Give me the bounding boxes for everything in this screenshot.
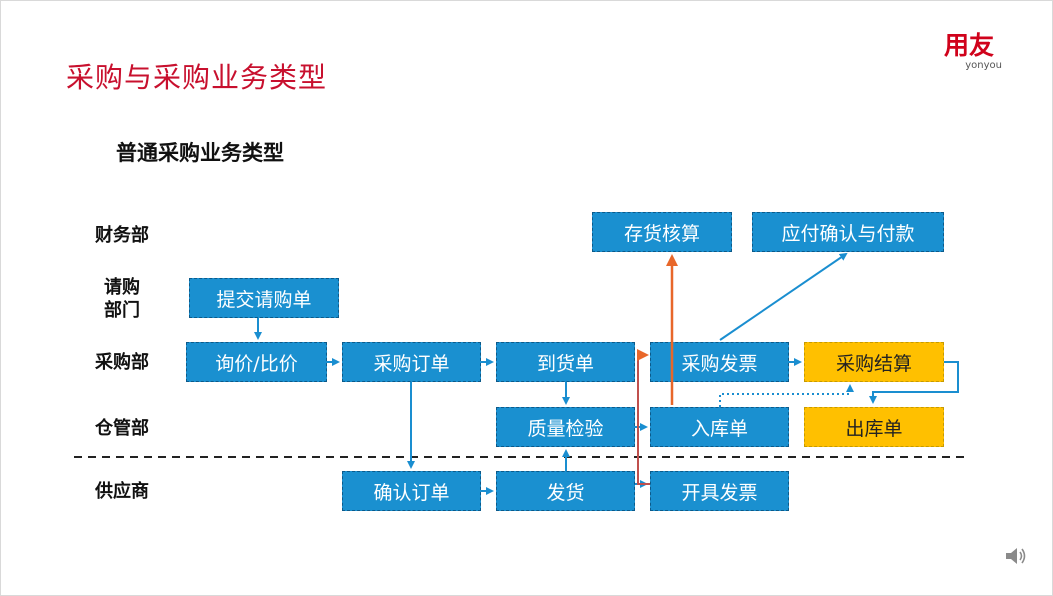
dept-supplier: 供应商 — [95, 481, 149, 502]
box-inquiry: 询价/比价 — [186, 342, 327, 382]
box-stock-out: 出库单 — [804, 407, 944, 447]
speaker-icon[interactable] — [1004, 545, 1028, 571]
dept-finance: 财务部 — [95, 225, 149, 246]
arrow-settlement-to-stockout — [869, 361, 959, 404]
box-purchase-settlement: 采购结算 — [804, 342, 944, 382]
dept-purchase: 采购部 — [95, 352, 149, 373]
box-purchase-order: 采购订单 — [342, 342, 481, 382]
box-confirm-order: 确认订单 — [342, 471, 481, 511]
box-inventory-accounting: 存货核算 — [592, 212, 732, 252]
box-issue-invoice: 开具发票 — [650, 471, 789, 511]
dept-request-line2: 部门 — [104, 300, 140, 321]
logo-subtext: yonyou — [965, 60, 1002, 71]
arrow-stockin-to-settlement — [719, 384, 854, 407]
box-stock-in: 入库单 — [650, 407, 789, 447]
box-quality-inspection: 质量检验 — [496, 407, 635, 447]
box-shipment: 发货 — [496, 471, 635, 511]
dept-warehouse: 仓管部 — [95, 418, 149, 439]
box-payable-confirm: 应付确认与付款 — [752, 212, 944, 252]
arrow-invoice-to-payable — [719, 252, 848, 341]
dept-request: 请购 部门 — [82, 276, 162, 322]
diagram-subtitle: 普通采购业务类型 — [116, 141, 284, 165]
slide-title: 采购与采购业务类型 — [66, 61, 328, 94]
dept-request-line1: 请购 — [104, 277, 140, 298]
arrow-issue-invoice-to-purchase-invoice — [637, 349, 650, 485]
logo-mark: 用友 — [944, 31, 995, 60]
yonyou-logo: 用友 yonyou — [944, 32, 1006, 76]
box-arrival-note: 到货单 — [496, 342, 635, 382]
box-purchase-request: 提交请购单 — [189, 278, 339, 318]
